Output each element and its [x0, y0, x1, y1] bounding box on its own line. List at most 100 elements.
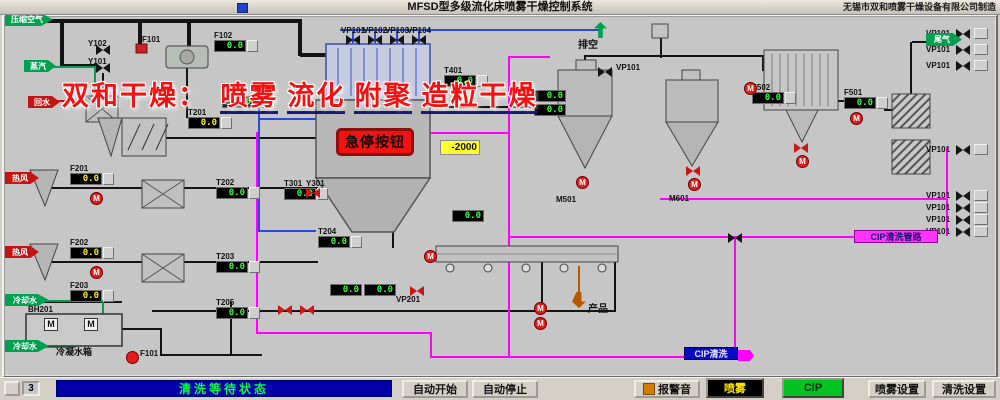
valve-icon[interactable] [956, 145, 970, 155]
tag-label: Y301 [306, 179, 325, 188]
flow-arrow: 回水 [28, 96, 60, 108]
valve-icon[interactable] [96, 63, 110, 73]
valve-icon[interactable] [956, 227, 970, 237]
valve-icon[interactable] [956, 61, 970, 71]
valve-icon[interactable] [598, 67, 612, 77]
alarm-icon [643, 383, 655, 395]
valve-indicator[interactable] [974, 44, 988, 55]
motor-icon[interactable]: M [744, 82, 757, 95]
tag-label: VP102 [363, 26, 388, 35]
mute-alarm-button[interactable]: 报警音 [634, 380, 700, 398]
setpoint-display[interactable]: -2000 [440, 140, 480, 155]
clean-settings-button[interactable]: 清洗设置 [932, 380, 996, 398]
auto-stop-button[interactable]: 自动停止 [472, 380, 538, 398]
display-label: T301 [284, 179, 303, 188]
motor-icon[interactable]: M [850, 112, 863, 125]
valve-icon[interactable] [956, 203, 970, 213]
valve-icon[interactable] [96, 45, 110, 55]
emergency-stop-button[interactable]: 急停按钮 [336, 128, 414, 156]
display-value: 0.0 [464, 211, 481, 221]
display-value: 0.0 [456, 76, 473, 86]
motor-icon[interactable]: M [576, 176, 589, 189]
flow-arrow-label: 冷却水 [13, 341, 37, 351]
flow-arrow-label: 尾气 [934, 35, 950, 44]
valve-indicator[interactable] [974, 190, 988, 201]
tag-label: VP101 [926, 145, 951, 154]
auto-start-button[interactable]: 自动开始 [402, 380, 468, 398]
flow-arrow: 热风 [5, 172, 39, 184]
pipe-label: CIP清洗管路 [854, 230, 938, 243]
tag-label: M501 [556, 195, 577, 204]
valve-icon[interactable] [956, 29, 970, 39]
display-value-box: 0.0 [216, 187, 248, 199]
tag-label: F101 [140, 349, 159, 358]
motor-icon[interactable]: M [90, 192, 103, 205]
unit-box [249, 261, 260, 273]
display-label: F202 [70, 238, 89, 247]
valve-indicator[interactable] [974, 226, 988, 237]
pipe-label: CIP清洗 [684, 347, 738, 360]
tag-label: VP103 [385, 26, 410, 35]
valve-icon[interactable] [686, 166, 700, 176]
display-value: 0.0 [228, 262, 245, 272]
display-value-box: 0.0 [534, 104, 566, 116]
motor-icon[interactable]: M [688, 178, 701, 191]
display-value-box: 0.0 [214, 40, 246, 52]
valve-icon[interactable] [368, 35, 382, 45]
flow-arrow-label: 热风 [12, 173, 28, 183]
display-label: T102 [222, 87, 241, 96]
unit-box [103, 173, 114, 185]
display-value: 0.0 [296, 189, 313, 199]
spray-mode-button[interactable]: 喷雾 [706, 378, 764, 398]
valve-icon[interactable] [956, 215, 970, 225]
pump-icon[interactable] [126, 351, 139, 364]
tag-label: VP101 [341, 26, 366, 35]
flow-arrow [572, 292, 586, 308]
valve-icon[interactable] [956, 191, 970, 201]
display-value: 0.0 [226, 41, 243, 51]
spray-settings-button[interactable]: 喷雾设置 [868, 380, 926, 398]
valve-icon[interactable] [278, 305, 292, 315]
motor-icon[interactable]: M [534, 302, 547, 315]
page-indicator: 3 [22, 381, 40, 396]
tag-label: M601 [669, 194, 690, 203]
valve-icon[interactable] [390, 35, 404, 45]
flow-arrow-label: 冷却水 [13, 295, 37, 305]
display-value-box: 0.0 [216, 261, 248, 273]
display-value-box: 0.0 [70, 247, 102, 259]
tag-label: VP101 [926, 61, 951, 70]
window-icon [237, 3, 248, 13]
motor-icon[interactable]: M [90, 266, 103, 279]
tag-label: BH201 [28, 305, 53, 314]
valve-indicator[interactable] [974, 214, 988, 225]
valve-icon[interactable] [410, 286, 424, 296]
display-value-box: 0.0 [216, 307, 248, 319]
valve-icon[interactable] [728, 233, 742, 243]
display-value: 0.0 [82, 248, 99, 258]
display-value-box: 0.0 [534, 90, 566, 102]
valve-icon[interactable] [306, 188, 320, 198]
valve-icon[interactable] [300, 305, 314, 315]
page-nav-button[interactable] [4, 381, 20, 396]
display-value-box: 0.0 [844, 97, 876, 109]
valve-indicator[interactable] [974, 28, 988, 39]
valve-indicator[interactable] [974, 144, 988, 155]
mute-alarm-label: 报警音 [658, 384, 691, 396]
motor-icon[interactable]: M [796, 155, 809, 168]
tag-label: F101 [142, 35, 161, 44]
valve-indicator[interactable] [974, 60, 988, 71]
display-value-box: 0.0 [70, 173, 102, 185]
display-value-box: 0.0 [70, 290, 102, 302]
valve-icon[interactable] [346, 35, 360, 45]
valve-icon[interactable] [794, 143, 808, 153]
motor-icon[interactable]: M [424, 250, 437, 263]
valve-icon[interactable] [412, 35, 426, 45]
valve-icon[interactable] [956, 45, 970, 55]
unit-box [255, 96, 266, 108]
pump-box: M [84, 318, 98, 331]
tag-label: Y101 [88, 57, 107, 66]
display-value: 0.0 [330, 237, 347, 247]
valve-indicator[interactable] [974, 202, 988, 213]
motor-icon[interactable]: M [534, 317, 547, 330]
cip-mode-button[interactable]: CIP [782, 378, 844, 398]
